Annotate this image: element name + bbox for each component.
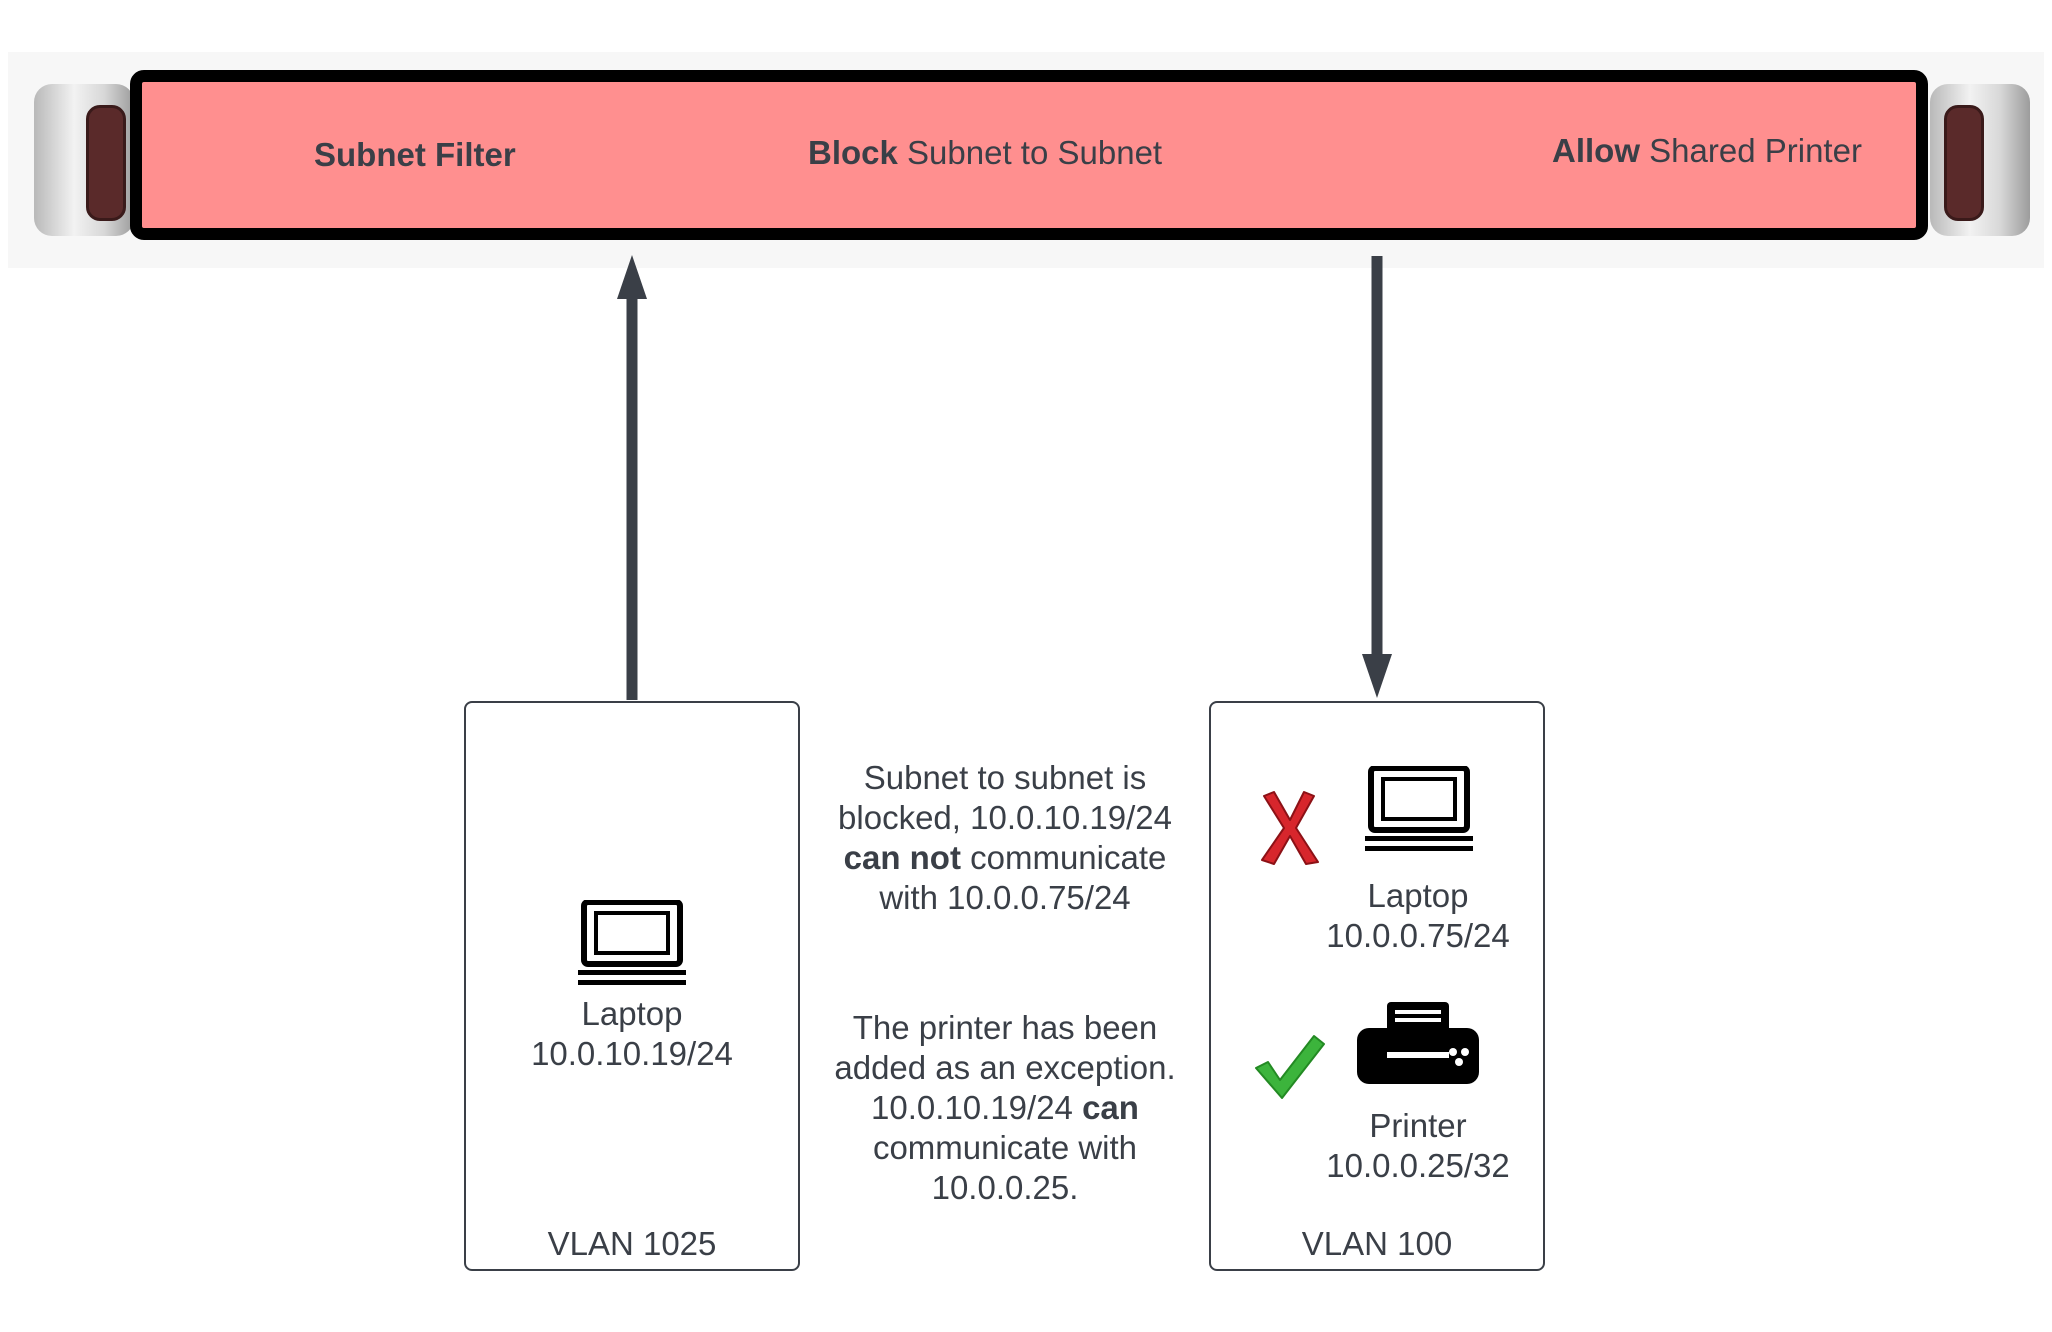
arrow-up xyxy=(617,255,647,700)
rule-allow: Allow Shared Printer xyxy=(1552,132,1862,170)
red-x-icon xyxy=(1261,791,1319,865)
printer-icon xyxy=(1357,1002,1479,1084)
rack-ear-left xyxy=(34,84,134,236)
green-check-icon xyxy=(1255,1035,1325,1099)
subnet-filter-bar xyxy=(130,70,1928,240)
device-ip-laptop-left: 10.0.10.19/24 xyxy=(531,1035,733,1072)
vlan-1025-label: VLAN 1025 xyxy=(547,1225,717,1262)
rule-block-action: Block xyxy=(808,134,898,171)
note-blocked: Subnet to subnet is blocked, 10.0.10.19/… xyxy=(838,759,1172,916)
device-ip-laptop-right: 10.0.0.75/24 xyxy=(1326,917,1510,954)
rule-block: Block Subnet to Subnet xyxy=(808,134,1162,172)
laptop-icon xyxy=(578,900,686,985)
arrow-down xyxy=(1362,256,1392,698)
rule-block-text: Subnet to Subnet xyxy=(897,134,1163,171)
note-exception: The printer has been added as an excepti… xyxy=(834,1009,1176,1206)
laptop-icon xyxy=(1365,766,1473,851)
filter-title: Subnet Filter xyxy=(314,136,516,173)
rack-ear-right xyxy=(1930,84,2030,236)
device-name-printer: Printer xyxy=(1369,1107,1467,1144)
vlan-1025-box xyxy=(464,701,800,1271)
vlan-100-label: VLAN 100 xyxy=(1301,1225,1453,1262)
rule-allow-text: Shared Printer xyxy=(1640,132,1862,169)
device-name-laptop-left: Laptop xyxy=(581,995,683,1032)
device-ip-printer: 10.0.0.25/32 xyxy=(1326,1147,1510,1184)
rule-allow-action: Allow xyxy=(1552,132,1640,169)
device-name-laptop-right: Laptop xyxy=(1367,877,1469,914)
